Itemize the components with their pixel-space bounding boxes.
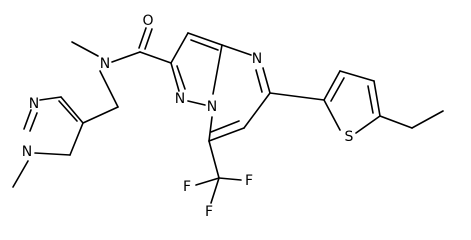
atom-amide-n: N xyxy=(100,56,110,72)
bond-bridge-npz xyxy=(187,100,206,106)
bond-th-s-c2 xyxy=(323,99,341,131)
atom-fluorine-1: F xyxy=(245,173,253,189)
bond-th-c4-c5-inner xyxy=(367,85,374,114)
atom-labels: O N N N N N N S F F F xyxy=(22,13,354,220)
atom-pyrazole-n-methyl: N xyxy=(22,144,32,160)
bonds xyxy=(12,27,444,204)
atom-pyrazole-n-upper: N xyxy=(29,96,39,112)
bond-c3a-n4 xyxy=(221,44,252,56)
atom-core-n-bridge: N xyxy=(207,99,217,115)
bond-c5-c6 xyxy=(243,92,271,129)
bond-th-c2-c3 xyxy=(323,70,341,101)
bond-cf3-f1 xyxy=(218,177,242,181)
bond-carbonyl-o-2 xyxy=(144,28,153,50)
bond-n4-c5 xyxy=(262,67,271,94)
bond-c7-cf3 xyxy=(208,140,220,179)
bond-amide-n-methyl xyxy=(71,41,99,57)
atom-thiophene-s: S xyxy=(345,129,354,145)
molecule-diagram: O N N N N N N S F F F xyxy=(12,13,444,220)
bond-npz-c2-inner xyxy=(176,65,186,90)
bond-npz-c2 xyxy=(170,62,180,92)
atom-core-n-pyrazole: N xyxy=(175,91,185,107)
bond-carbonyl-o-1 xyxy=(138,27,147,49)
bond-pz-n-methyl xyxy=(12,160,29,188)
bond-th-c5-s xyxy=(355,115,381,134)
bond-pz-nme-c3 xyxy=(34,152,71,156)
bond-c5-thiophene xyxy=(269,92,325,101)
bond-c3a-bridge xyxy=(212,44,223,95)
atom-core-n-pyrimidine: N xyxy=(252,51,262,67)
bond-cf3-f2 xyxy=(210,177,220,204)
bond-th-c4-c5 xyxy=(373,80,381,117)
bond-pz-n-n-inner xyxy=(29,112,38,132)
bond-c7-bridge xyxy=(208,116,213,142)
bond-ethyl-1 xyxy=(379,115,413,129)
bond-c6-c7-inner xyxy=(210,120,240,133)
bond-th-c3-c4 xyxy=(339,70,375,82)
bond-pz-c5-n xyxy=(39,96,62,101)
bond-carbonyl-c2 xyxy=(139,51,172,64)
bond-ethyl-2 xyxy=(411,110,444,129)
bond-c3-c3a xyxy=(187,32,223,46)
bond-pz-n-n xyxy=(23,109,32,130)
bond-pz-c4-c5 xyxy=(60,96,84,124)
bond-pz-c4-c5-inner xyxy=(58,100,78,122)
atom-fluorine-2: F xyxy=(205,204,213,220)
bond-pz-c3-c4 xyxy=(69,122,84,156)
structure-svg: O N N N N N N S F F F xyxy=(12,13,444,220)
atom-carbonyl-o: O xyxy=(142,13,153,29)
bond-carbonyl-amide-n xyxy=(111,51,141,63)
bond-n4-c5-inner xyxy=(255,69,263,93)
bond-c2-c3 xyxy=(170,32,189,64)
bond-amide-n-ch2 xyxy=(99,70,119,108)
bond-c3-c3a-inner xyxy=(190,39,219,51)
atom-fluorine-3: F xyxy=(183,179,191,195)
bond-c6-c7 xyxy=(208,127,245,142)
bond-cf3-f3 xyxy=(195,177,220,186)
bond-th-c2-c3-inner xyxy=(330,77,345,102)
bond-ch2-pyrazole xyxy=(82,106,119,124)
